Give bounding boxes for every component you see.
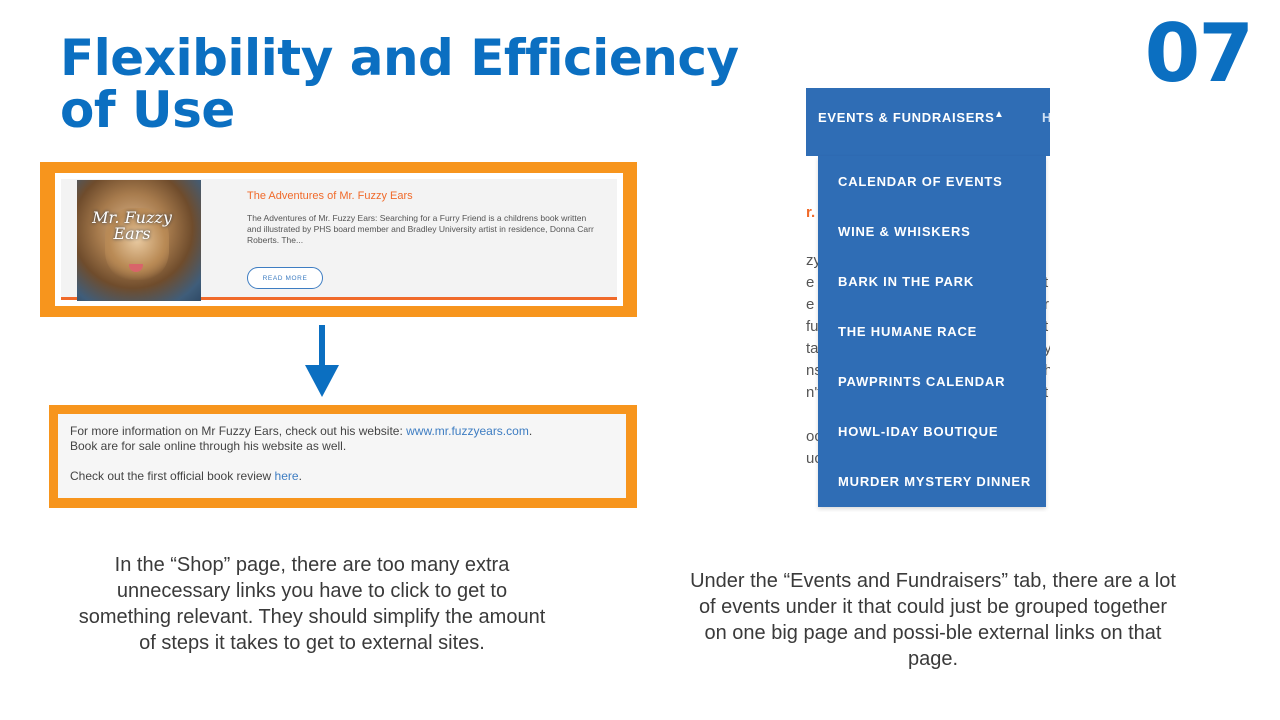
tab-next-partial[interactable]: H xyxy=(1042,110,1050,125)
bg-fragment: oc xyxy=(806,428,822,445)
info-line2-text: Book are for sale online through his web… xyxy=(70,439,347,453)
arrow-down-icon xyxy=(305,325,339,397)
info-card: For more information on Mr Fuzzy Ears, c… xyxy=(58,414,626,498)
info-line3-text: Check out the first official book review xyxy=(70,469,275,483)
dropdown-item-calendar-of-events[interactable]: CALENDAR OF EVENTS xyxy=(838,174,1003,189)
website-link[interactable]: www.mr.fuzzyears.com xyxy=(406,424,529,438)
dog-tongue xyxy=(129,264,143,272)
bg-fragment: e xyxy=(806,296,815,313)
info-line3: Check out the first official book review… xyxy=(70,469,614,484)
info-line1-end: . xyxy=(528,424,533,438)
dropdown-item-murder-mystery-dinner[interactable]: MURDER MYSTERY DINNER xyxy=(838,474,1032,489)
bg-fragment: e xyxy=(806,274,815,291)
info-line3-end: . xyxy=(298,469,302,483)
book-cover-image: Mr. Fuzzy Ears xyxy=(77,180,201,301)
dropdown-item-wine-whiskers[interactable]: WINE & WHISKERS xyxy=(838,224,971,239)
events-menu-screenshot: r. zy e e fu ta ns n't oc uc t r t y h t… xyxy=(806,88,1050,512)
events-dropdown: CALENDAR OF EVENTS WINE & WHISKERS BARK … xyxy=(818,156,1046,507)
bg-fragment: t xyxy=(1044,318,1049,335)
tab-events-fundraisers[interactable]: EVENTS & FUNDRAISERS xyxy=(818,110,995,125)
caption-events-tab: Under the “Events and Fundraisers” tab, … xyxy=(690,570,1176,670)
info-card-frame: For more information on Mr Fuzzy Ears, c… xyxy=(49,405,637,508)
dropdown-item-howl-iday-boutique[interactable]: HOWL-IDAY BOUTIQUE xyxy=(838,424,999,439)
slide-title: Flexibility and Efficiency of Use xyxy=(60,29,739,139)
bg-fragment: ns xyxy=(806,362,822,379)
dropdown-item-bark-in-the-park[interactable]: BARK IN THE PARK xyxy=(838,274,975,289)
book-description: The Adventures of Mr. Fuzzy Ears: Search… xyxy=(247,213,594,245)
info-line1-text: For more information on Mr Fuzzy Ears, c… xyxy=(70,424,407,438)
dropdown-item-humane-race[interactable]: THE HUMANE RACE xyxy=(838,324,978,339)
bg-fragment: fu xyxy=(806,318,819,335)
bg-fragment: r xyxy=(1044,296,1049,313)
shop-card-content: Mr. Fuzzy Ears The Adventures of Mr. Fuz… xyxy=(61,179,617,301)
bg-fragment: zy xyxy=(806,252,821,269)
bg-fragment: t xyxy=(1044,274,1049,291)
nav-bar: EVENTS & FUNDRAISERS ▲ H xyxy=(806,88,1050,156)
bg-fragment: n't xyxy=(806,384,822,401)
read-more-button[interactable]: READ MORE xyxy=(247,267,323,289)
dropdown-item-pawprints-calendar[interactable]: PAWPRINTS CALENDAR xyxy=(838,374,1006,389)
shop-card-frame: Mr. Fuzzy Ears The Adventures of Mr. Fuz… xyxy=(40,162,637,317)
shop-card: Mr. Fuzzy Ears The Adventures of Mr. Fuz… xyxy=(55,173,623,306)
book-cover-title: Mr. Fuzzy Ears xyxy=(92,208,172,243)
bg-fragment: h xyxy=(1044,362,1050,379)
caret-up-icon: ▲ xyxy=(994,109,1004,120)
slide-number: 07 xyxy=(1144,7,1254,100)
bg-fragment: r. xyxy=(806,204,816,221)
book-title-link[interactable]: The Adventures of Mr. Fuzzy Ears xyxy=(247,190,413,202)
background-page-text: r. zy e e fu ta ns n't oc uc t r t y h t xyxy=(806,88,1050,512)
bg-fragment: ta xyxy=(806,340,819,357)
book-review-link[interactable]: here xyxy=(274,469,299,483)
bg-fragment: uc xyxy=(806,450,822,467)
bg-fragment: t xyxy=(1044,384,1049,401)
caption-shop-page: In the “Shop” page, there are too many e… xyxy=(78,554,546,654)
bg-fragment: y xyxy=(1044,340,1050,357)
